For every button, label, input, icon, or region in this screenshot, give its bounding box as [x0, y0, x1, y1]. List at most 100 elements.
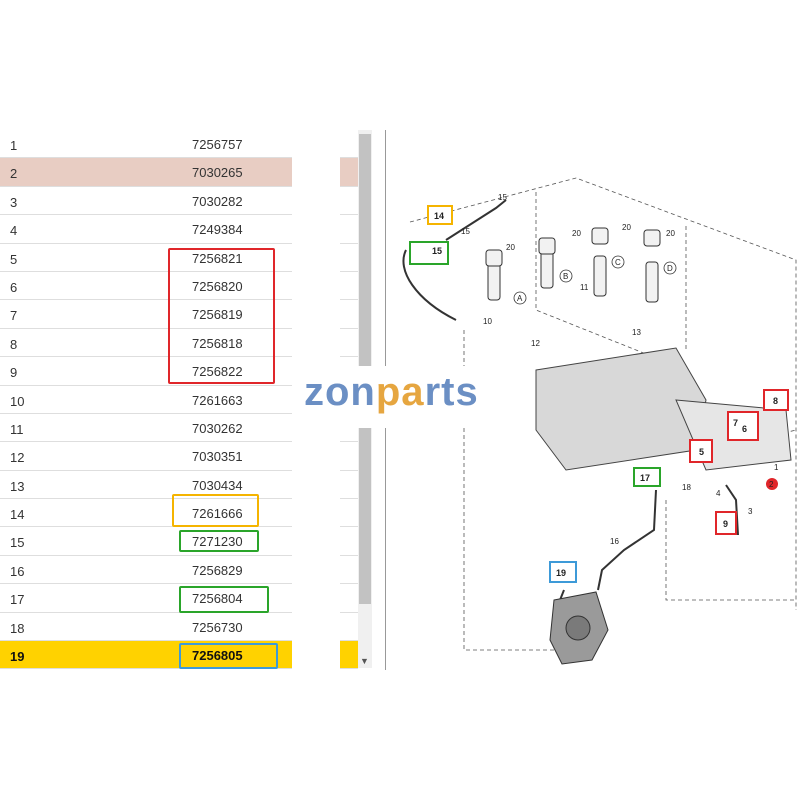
red-outline-box	[168, 248, 275, 384]
table-row[interactable]: 5 7256821	[0, 244, 292, 272]
row-number: 13	[10, 478, 25, 494]
table-row[interactable]: 17 7256804	[0, 584, 292, 613]
table-row[interactable]: 3 7030282	[0, 187, 292, 216]
callout-5: 5	[689, 439, 713, 463]
row-number: 8	[10, 336, 18, 352]
fuel-system-diagram: 15 15 20 20 20 20 A B C D 10 11 12 13 1 …	[402, 177, 797, 665]
table-row[interactable]: 18 7256730	[0, 613, 292, 642]
row-number: 7	[10, 308, 18, 324]
row-number: 10	[10, 393, 25, 409]
part-number: 7261663	[192, 392, 243, 408]
part-number: 7249384	[192, 222, 243, 238]
table-row[interactable]: 11 7030262	[0, 414, 292, 443]
diagram-label: 15	[461, 227, 470, 236]
diagram-label: 20	[572, 229, 581, 238]
diagram-label: C	[615, 258, 621, 267]
part-number: 7256822	[192, 364, 243, 380]
table-row[interactable]: 6 7256820	[0, 272, 292, 301]
diagram-label: 3	[748, 507, 753, 516]
callout-label: 14	[434, 211, 444, 221]
part-number: 7256805	[192, 648, 243, 664]
diagram-label: 13	[632, 328, 641, 337]
part-number: 7030434	[192, 477, 243, 493]
diagram-label: 11	[580, 283, 589, 292]
part-number: 7256820	[192, 278, 243, 294]
part-number: 7256730	[192, 619, 243, 635]
zonparts-watermark: zonparts	[296, 366, 512, 428]
diagram-label: 1	[774, 463, 779, 472]
part-number: 7271230	[192, 534, 243, 550]
diagram-label: 2	[769, 480, 774, 489]
row-number: 18	[10, 620, 25, 636]
row-number: 14	[10, 507, 25, 523]
callout-label: 19	[556, 568, 566, 578]
watermark-text: pa	[375, 370, 425, 414]
part-number: 7030262	[192, 420, 243, 436]
row-number: 12	[10, 450, 25, 466]
table-row[interactable]: 16 7256829	[0, 556, 292, 585]
table-row-selected[interactable]: 2 7030265	[0, 158, 292, 187]
callout-label: 5	[699, 447, 704, 457]
diagram-label: 15	[498, 193, 507, 202]
callout-7-6: 7 6	[727, 411, 759, 441]
part-number: 7030265	[192, 165, 243, 181]
row-number: 17	[10, 592, 25, 608]
row-number: 2	[10, 166, 18, 182]
table-row[interactable]: 12 7030351	[0, 442, 292, 471]
callout-19: 19	[549, 561, 577, 583]
diagram-label: 20	[506, 243, 515, 252]
callout-15: 15	[409, 241, 449, 265]
diagram-label: 10	[483, 317, 492, 326]
row-number: 4	[10, 223, 18, 239]
diagram-label: 20	[622, 223, 631, 232]
marker-c-circle	[611, 255, 625, 269]
table-row[interactable]: 1 7256757	[0, 130, 292, 159]
diagram-label: 4	[716, 489, 721, 498]
diagram-label: D	[667, 264, 673, 273]
callout-label: 15	[432, 246, 442, 256]
watermark-text: rts	[424, 370, 479, 414]
table-row[interactable]: 8 7256818	[0, 329, 292, 358]
part-number: 7256818	[192, 335, 243, 351]
row-number: 6	[10, 279, 18, 295]
orange-outline-box	[172, 494, 259, 527]
row-number: 5	[10, 251, 18, 267]
table-row[interactable]: 4 7249384	[0, 215, 292, 244]
marker-d-circle	[663, 261, 677, 275]
scroll-down-arrow-icon[interactable]: ▼	[360, 656, 369, 666]
table-row[interactable]: 13 7030434	[0, 471, 292, 500]
callout-label: 9	[723, 519, 728, 529]
table-row-highlighted[interactable]: 19 7256805	[0, 641, 292, 670]
table-row[interactable]: 15 7271230	[0, 527, 292, 556]
green-outline-box	[179, 530, 259, 552]
callout-17: 17	[633, 467, 661, 487]
callout-label: 8	[773, 396, 778, 406]
row-number: 15	[10, 535, 25, 551]
row-number: 3	[10, 194, 18, 210]
red-marker-2	[766, 478, 778, 490]
table-row[interactable]: 7 7256819	[0, 300, 292, 329]
part-number: 7256821	[192, 250, 243, 266]
part-number: 7256819	[192, 307, 243, 323]
table-row[interactable]: 9 7256822	[0, 357, 292, 386]
diagram-label: B	[563, 272, 568, 281]
dashed-assembly-lines	[409, 177, 797, 651]
row-number: 11	[10, 421, 24, 437]
part-number: 7030282	[192, 193, 243, 209]
engine-head	[535, 347, 792, 471]
row-number: 19	[10, 649, 25, 665]
diagram-label: 18	[682, 483, 691, 492]
high-pressure-pump	[549, 591, 609, 665]
part-number: 7030351	[192, 449, 243, 465]
part-number: 7256757	[192, 137, 243, 152]
row-number: 1	[10, 138, 18, 153]
row-number: 16	[10, 563, 25, 579]
part-number: 7256804	[192, 591, 243, 607]
callout-label: 17	[640, 473, 650, 483]
part-number: 7256829	[192, 562, 243, 578]
marker-b-circle	[559, 269, 573, 283]
row-number: 9	[10, 365, 18, 381]
table-row[interactable]: 14 7261666	[0, 499, 292, 528]
table-row[interactable]: 10 7261663	[0, 386, 292, 414]
part-number: 7261666	[192, 506, 243, 522]
